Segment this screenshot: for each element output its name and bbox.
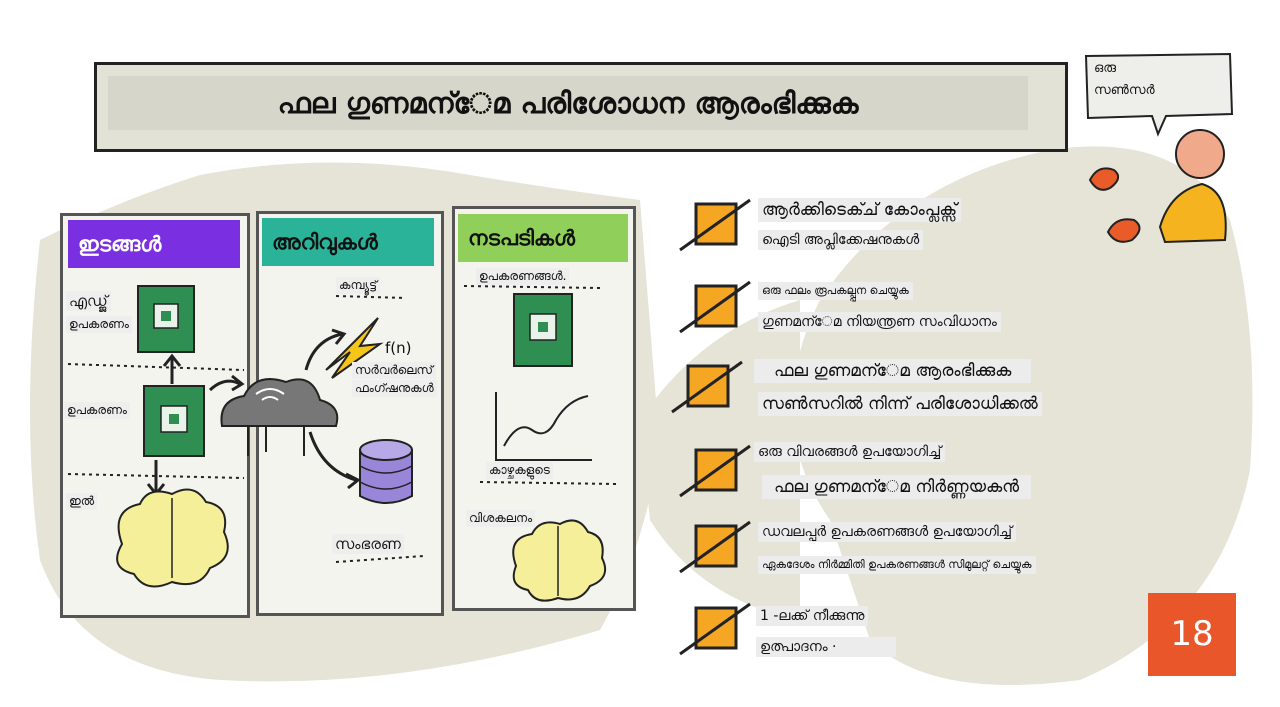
architecture-illustration xyxy=(67,285,617,602)
line-chart-icon xyxy=(495,392,592,461)
column-heading-places: ഇടങ്ങൾ xyxy=(68,220,240,268)
checkbox-icon-1 xyxy=(679,198,751,252)
label-analysis: വിശകലനം xyxy=(466,510,536,527)
character-hand-left xyxy=(1088,167,1120,191)
title-inner xyxy=(108,76,1028,130)
label-serverless: സർവർലെസ് xyxy=(352,362,437,379)
step-4-line-2: ഫല ഗുണമന്േമ നിർണ്ണയകൻ xyxy=(762,475,1032,499)
step-4-line-1: ഒരു വിവരങ്ങൾ ഉപയോഗിച്ച് xyxy=(754,442,946,462)
edge-chip-icon xyxy=(137,285,195,353)
page-title: ഫല ഗുണമന്േമ പരിശോധന ആരംഭിക്കുക xyxy=(277,86,859,120)
step-2-line-1: ഒരു ഫലം രൂപകല്പ്പന ചെയ്യുക xyxy=(758,282,913,300)
arrow-up-icon xyxy=(162,353,182,384)
label-device-2: ഉപകരണം xyxy=(64,402,130,419)
checkbox-icon-5 xyxy=(679,520,751,574)
label-storage: സംഭരണ xyxy=(332,534,404,554)
page-number-badge: 18 xyxy=(1148,593,1236,676)
step-3-line-1: ഫല ഗുണമന്േമ ആരംഭിക്കുക xyxy=(754,359,1032,383)
step-1-line-2: ഐടി അപ്ലിക്കേഷനുകൾ xyxy=(758,230,924,250)
label-devices: ഉപകരണങ്ങൾ. xyxy=(476,268,570,285)
checkbox-icon-4 xyxy=(679,444,751,498)
step-5-line-1: ഡവലപ്പർ ഉപകരണങ്ങൾ ഉപയോഗിച്ച് xyxy=(758,522,1016,542)
checkbox-icon-2 xyxy=(679,280,751,334)
step-1-line-1: ആർക്കിടെക്ച് കോംപ്ലക്സ് xyxy=(758,198,962,222)
database-icon xyxy=(359,439,413,504)
column-heading-actions: നടപടികൾ xyxy=(458,214,628,262)
label-compute: കമ്പ്യൂട്ട് xyxy=(336,277,381,294)
speech-bubble-line-1: ഒരു xyxy=(1094,61,1117,76)
step-2-line-2: ഗുണമന്േമ നിയന്ത്രണ സംവിധാനം xyxy=(758,312,1001,332)
arrow-right-icon xyxy=(208,374,245,392)
sensor-character xyxy=(1084,52,1234,244)
label-functions: ഫംഗ്ഷനുകൾ xyxy=(352,380,437,397)
label-brain: ഇൽ xyxy=(66,493,98,510)
actions-brain-icon xyxy=(512,519,606,602)
label-function: f(n) xyxy=(385,339,412,357)
character-head xyxy=(1175,129,1225,179)
step-6-line-1: 1 -ലക്ക് നീക്കുന്നു xyxy=(756,606,869,626)
checkbox-icon-6 xyxy=(679,602,751,656)
step-6-line-2: ഉത്പാദനം · xyxy=(756,637,897,657)
character-body xyxy=(1158,182,1227,244)
label-device-1: ഉപകരണം xyxy=(66,316,132,333)
label-edge: എഡ്ജ് xyxy=(66,291,111,311)
speech-bubble xyxy=(1084,52,1234,137)
curved-arrow-down-icon xyxy=(308,431,361,490)
curved-arrow-up-icon xyxy=(304,328,347,371)
cloud-icon xyxy=(220,378,339,456)
checkbox-icon-3 xyxy=(671,360,743,414)
step-3-line-2: സൺസറിൽ നിന്ന് പരിശോധിക്കൽ xyxy=(758,392,1042,416)
actions-chip-icon xyxy=(513,293,573,367)
speech-bubble-line-2: സൺസർ xyxy=(1094,83,1155,98)
label-views: കാഴ്ചകളുടെ xyxy=(486,462,553,479)
brain-icon xyxy=(116,488,229,588)
lightning-icon xyxy=(325,317,384,379)
character-hand-right xyxy=(1106,218,1141,243)
step-5-line-2: ഏകദേശം നിർമ്മിതി ഉപകരണങ്ങൾ സിമുലറ്റ് ചെയ… xyxy=(758,556,1036,574)
column-heading-insights: അറിവുകൾ xyxy=(262,218,434,266)
device-chip-icon xyxy=(143,385,205,457)
